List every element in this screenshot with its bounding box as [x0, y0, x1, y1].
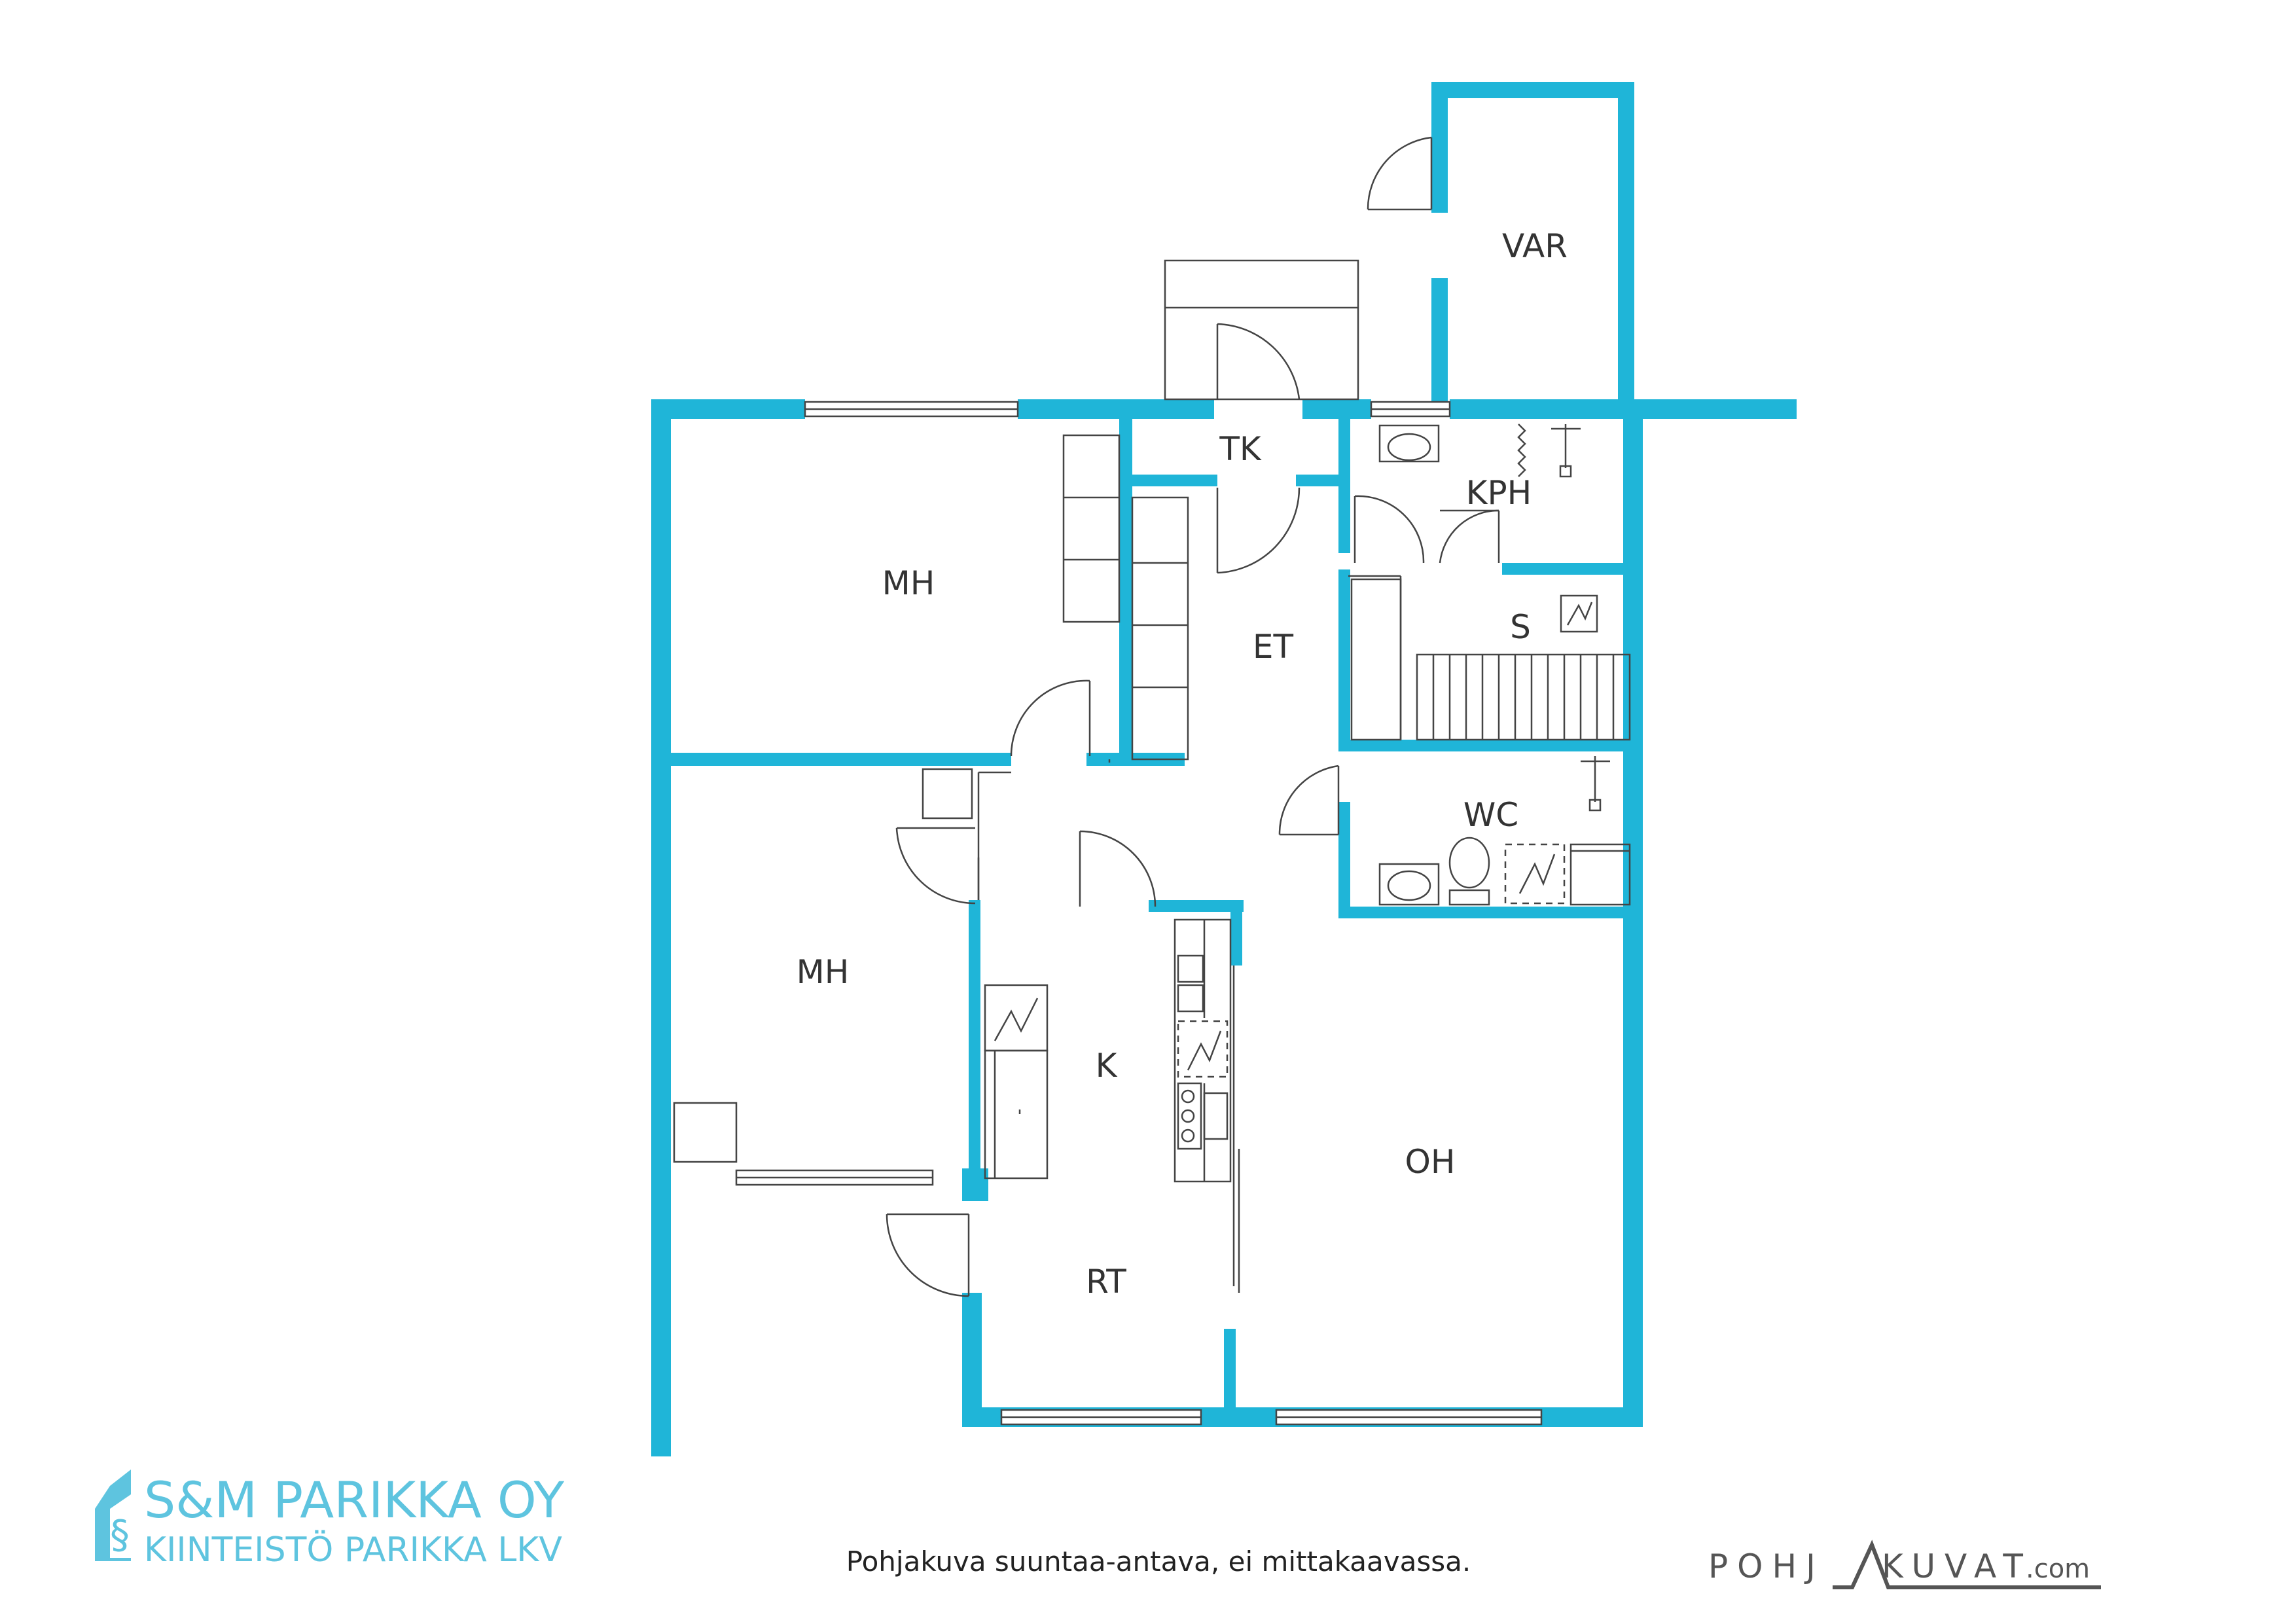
room-label-wc: WC: [1463, 796, 1518, 834]
door-mh-top: [1010, 679, 1091, 757]
kph-sink: [1378, 424, 1440, 463]
door-mh-bottom: [895, 827, 976, 905]
brand-right: KUVAT: [1882, 1547, 2032, 1585]
logo-company-subtitle: KIINTEISTÖ PARIKKA LKV: [144, 1530, 562, 1570]
house-logo-icon: §: [95, 1470, 131, 1561]
fixtures: [673, 424, 1631, 1183]
logo-company-name: S&M PARIKKA OY: [144, 1471, 565, 1529]
interior-lines: [977, 575, 1402, 1293]
sauna-benches: [1416, 653, 1631, 741]
kitchen-fridge: [984, 984, 1049, 1180]
windows: [735, 401, 1543, 1426]
brand-left: POHJ: [1708, 1547, 1825, 1585]
wc-appliance: [1504, 843, 1566, 905]
door-wc: [1278, 765, 1340, 836]
kitchen-counter: [1174, 918, 1232, 1183]
wardrobe-mh-top: [1062, 434, 1121, 623]
room-label-et: ET: [1253, 628, 1294, 666]
wardrobe-et: [1131, 496, 1189, 761]
entrance-canopy: [1164, 259, 1359, 401]
door-kph: [1354, 495, 1500, 564]
room-label-mh-top: MH: [882, 564, 935, 602]
interior-walls: [661, 403, 1633, 1414]
exterior-walls: [651, 82, 1797, 1456]
brand-mark-icon: [1833, 1540, 2101, 1589]
wc-sink: [1378, 863, 1440, 906]
room-label-rt: RT: [1086, 1263, 1126, 1301]
door-entrance: [1216, 323, 1300, 400]
doors: [886, 136, 1500, 1297]
room-label-kph: KPH: [1466, 474, 1532, 512]
wc-cabinet: [1570, 843, 1631, 906]
room-label-mh-bottom: MH: [797, 953, 850, 991]
closet-et: [1350, 578, 1402, 741]
wc-toilet: [1448, 837, 1490, 906]
brand-logo: POHJ KUVAT .com: [1708, 1540, 2101, 1589]
room-label-s: S: [1510, 608, 1531, 646]
room-label-var: VAR: [1502, 227, 1568, 265]
svg-text:§: §: [110, 1512, 130, 1558]
sauna-stove: [1560, 594, 1598, 633]
company-logo: § S&M PARIKKA OY KIINTEISTÖ PARIKKA LKV: [95, 1470, 565, 1570]
door-tk-et: [1216, 487, 1300, 574]
kph-radiator: [1517, 424, 1526, 477]
disclaimer-caption: Pohjakuva suuntaa-antava, ei mittakaavas…: [846, 1545, 1471, 1578]
cabinet-mh-bottom-left: [673, 1102, 738, 1163]
wc-shower: [1581, 756, 1610, 812]
room-labels: VAR TK KPH MH ET S WC MH K OH RT: [797, 227, 1568, 1301]
door-kitchen: [1079, 830, 1157, 907]
room-label-oh: OH: [1405, 1143, 1456, 1181]
room-label-tk: TK: [1219, 430, 1262, 468]
brand-suffix: .com: [2026, 1554, 2090, 1584]
cabinet-mh-bottom-top: [922, 768, 973, 820]
room-label-k: K: [1096, 1047, 1118, 1085]
kph-shower: [1551, 424, 1581, 478]
door-rt: [886, 1213, 970, 1297]
door-var: [1367, 136, 1433, 211]
